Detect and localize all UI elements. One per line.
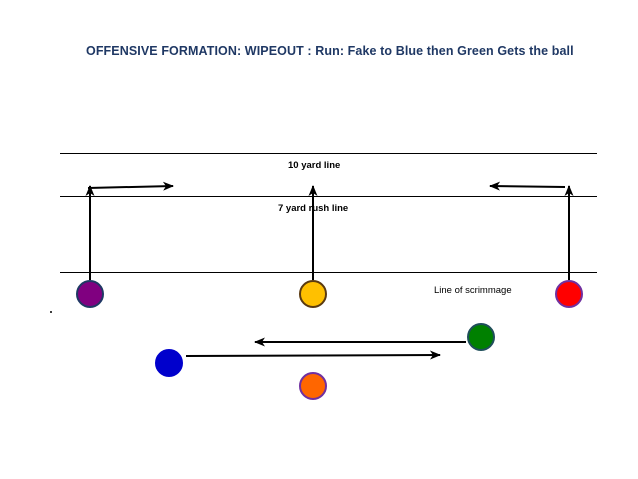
player-purple[interactable]	[76, 280, 104, 308]
route-left-horizontal	[87, 181, 174, 191]
page-title: OFFENSIVE FORMATION: WIPEOUT : Run: Fake…	[86, 44, 574, 58]
route-right-horizontal	[489, 181, 566, 191]
player-red[interactable]	[555, 280, 583, 308]
ten-yard-line-label: 10 yard line	[288, 160, 341, 171]
player-green[interactable]	[467, 323, 495, 351]
line-of-scrimmage	[60, 272, 597, 273]
line-of-scrimmage-label: Line of scrimmage	[434, 285, 512, 296]
route-blue-motion-right	[185, 350, 441, 360]
player-blue[interactable]	[155, 349, 183, 377]
seven-yard-rush-line	[60, 196, 597, 197]
player-orange[interactable]	[299, 372, 327, 400]
stray-dot	[50, 311, 52, 313]
player-yellow[interactable]	[299, 280, 327, 308]
ten-yard-line	[60, 153, 597, 154]
